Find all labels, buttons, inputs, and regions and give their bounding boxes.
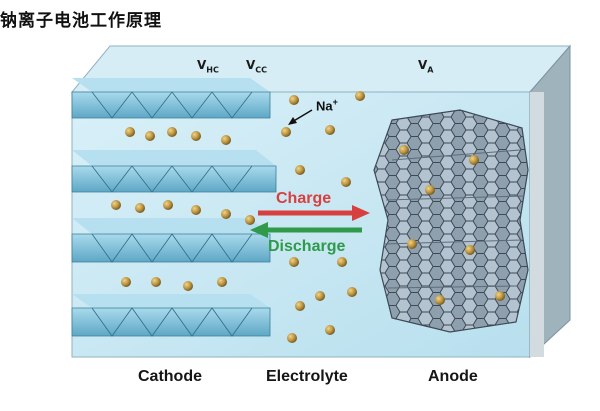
sodium-ion [289, 95, 299, 105]
sodium-ion [151, 277, 161, 287]
charge-arrow [258, 205, 370, 221]
electrolyte-label: Electrolyte [266, 368, 348, 385]
sodium-ion [315, 291, 325, 301]
sodium-ion [295, 165, 305, 175]
cathode-label: Cathode [138, 368, 202, 385]
sodium-ion [465, 245, 475, 255]
sodium-ion [121, 277, 131, 287]
sodium-ion [221, 135, 231, 145]
sodium-ion [295, 301, 305, 311]
charge-label: Charge [276, 190, 332, 207]
sodium-ion [245, 215, 255, 225]
sodium-ion [221, 209, 231, 219]
anode-hard-carbon [373, 109, 529, 333]
sodium-ion [163, 200, 173, 210]
ion-pointer-arrow [291, 109, 313, 123]
anode-label: Anode [428, 368, 478, 385]
sodium-ions [111, 91, 505, 343]
sodium-ion [145, 131, 155, 141]
cathode-layer [71, 294, 271, 337]
sodium-ion [217, 277, 227, 287]
sodium-ion [469, 155, 479, 165]
v-hc-label: VHC [197, 58, 219, 75]
discharge-label: Discharge [268, 238, 346, 255]
sodium-ion [399, 145, 409, 155]
sodium-ion [183, 281, 193, 291]
sodium-ion [191, 131, 201, 141]
sodium-ion [341, 177, 351, 187]
diagram-title: 钠离子电池工作原理 [0, 11, 162, 31]
sodium-ion [167, 127, 177, 137]
sodium-ion [425, 185, 435, 195]
sodium-ion [281, 127, 291, 137]
sodium-ion [125, 127, 135, 137]
sodium-ion [347, 287, 357, 297]
discharge-arrow [250, 222, 362, 238]
sodium-ion [325, 125, 335, 135]
sodium-ion [435, 295, 445, 305]
cathode-layers [71, 78, 277, 337]
cathode-layer [71, 78, 271, 119]
ion-pointer-arrowhead [288, 117, 297, 125]
sodium-ion [355, 91, 365, 101]
sodium-ion [111, 200, 121, 210]
cathode-layer [71, 218, 271, 263]
sodium-ion [325, 325, 335, 335]
sodium-ion [337, 257, 347, 267]
v-a-label: VA [418, 58, 434, 75]
sodium-ion [289, 257, 299, 267]
sodium-ion [191, 205, 201, 215]
sodium-ion [495, 291, 505, 301]
sodium-ion [407, 239, 417, 249]
sodium-ion [135, 203, 145, 213]
v-cc-label: VCC [246, 58, 268, 75]
sodium-ion [287, 333, 297, 343]
sodium-ion-label: Na+ [316, 97, 338, 114]
cathode-layer [71, 150, 277, 193]
